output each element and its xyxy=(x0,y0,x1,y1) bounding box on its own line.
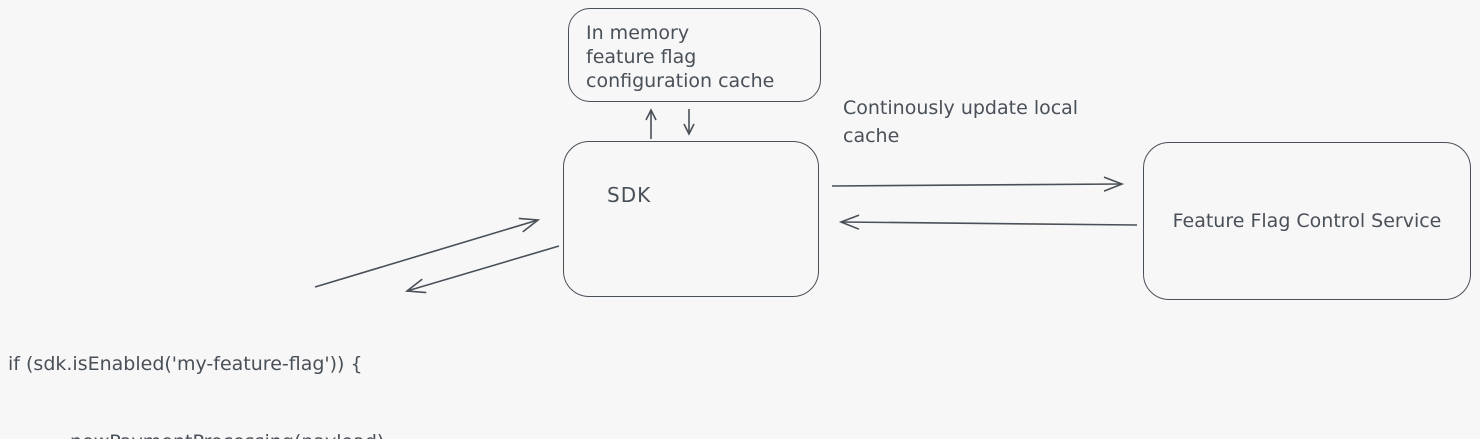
arrow-sdk-to-service xyxy=(831,176,1125,192)
arrow-code-to-sdk xyxy=(314,217,541,288)
node-sdk-label: SDK xyxy=(607,183,652,207)
node-sdk: SDK xyxy=(563,141,819,297)
node-service-label: Feature Flag Control Service xyxy=(1172,210,1442,232)
code-snippet: if (sdk.isEnabled('my-feature-flag')) { … xyxy=(8,299,384,439)
node-cache-label-line-1: In memory xyxy=(586,22,690,44)
code-line-2: newPaymentProcessing(payload) xyxy=(8,429,384,439)
node-cache: In memory feature flag configuration cac… xyxy=(568,8,821,102)
node-cache-label: In memory feature flag configuration cac… xyxy=(586,21,774,93)
node-cache-label-line-3: configuration cache xyxy=(586,70,775,92)
update-cache-annotation: Continously update local cache xyxy=(843,94,1078,150)
code-line-1: if (sdk.isEnabled('my-feature-flag')) { xyxy=(8,353,363,375)
node-service: Feature Flag Control Service xyxy=(1143,142,1471,300)
update-cache-annotation-line-1: Continously update local xyxy=(843,97,1079,119)
node-cache-label-line-2: feature flag xyxy=(586,46,697,68)
arrow-service-to-sdk xyxy=(838,214,1138,230)
arrow-sdk-to-code xyxy=(404,245,560,294)
update-cache-annotation-line-2: cache xyxy=(843,125,900,147)
